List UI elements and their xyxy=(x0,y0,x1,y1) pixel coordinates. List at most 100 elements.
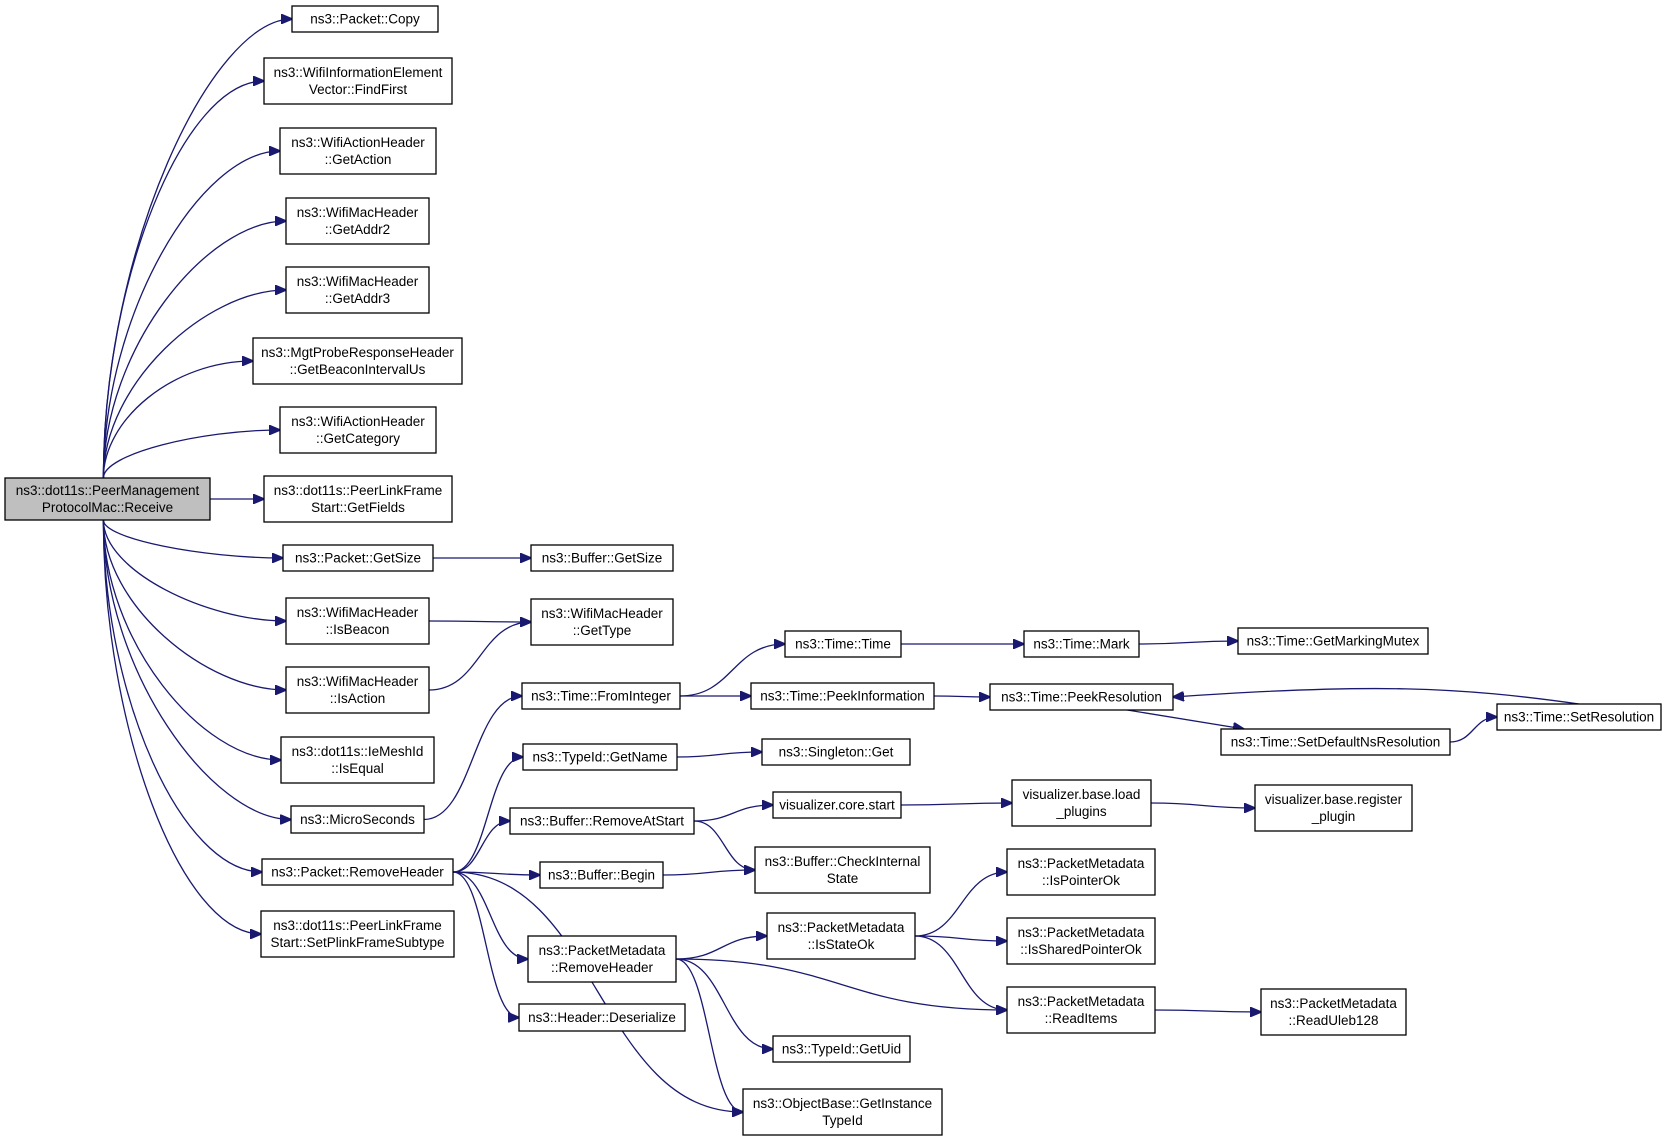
node-box xyxy=(989,683,1174,711)
node-getaddr2[interactable]: ns3::WifiMacHeader::GetAddr2 xyxy=(285,197,430,245)
call-edge-readitems-to-readuleb xyxy=(1154,1010,1261,1012)
node-label-line: ::IsBeacon xyxy=(326,622,390,637)
node-corestart[interactable]: visualizer.core.start xyxy=(772,791,902,819)
node-label-line: ns3::MicroSeconds xyxy=(300,812,415,827)
node-box xyxy=(4,477,211,521)
node-box xyxy=(742,1088,943,1136)
call-edge-pmremoveheader-to-isstateok xyxy=(675,936,767,960)
node-issharedok[interactable]: ns3::PacketMetadata::IsSharedPointerOk xyxy=(1006,917,1156,965)
node-label-line: ns3::Time::SetResolution xyxy=(1504,710,1654,725)
call-edge-receive-to-microseconds xyxy=(102,519,291,820)
node-peekres[interactable]: ns3::Time::PeekResolution xyxy=(989,683,1174,711)
call-edge-pmremoveheader-to-getuid xyxy=(675,958,773,1049)
node-label-line: ns3::TypeId::GetUid xyxy=(782,1042,901,1057)
node-setplink[interactable]: ns3::dot11s::PeerLinkFrameStart::SetPlin… xyxy=(260,910,455,958)
node-timetime[interactable]: ns3::Time::Time xyxy=(784,630,902,658)
node-box xyxy=(263,475,453,523)
node-box xyxy=(1496,703,1662,731)
node-box xyxy=(282,544,434,572)
call-edge-receive-to-pktgetsize xyxy=(102,519,283,558)
node-label-line: ::GetAddr2 xyxy=(325,222,390,237)
node-gettype[interactable]: ns3::WifiMacHeader::GetType xyxy=(530,598,674,646)
node-label-line: ns3::WifiMacHeader xyxy=(297,274,419,289)
node-label-line: ::IsPointerOk xyxy=(1042,873,1120,888)
node-readuleb[interactable]: ns3::PacketMetadata::ReadUleb128 xyxy=(1260,988,1407,1036)
node-label-line: ::ReadItems xyxy=(1045,1011,1118,1026)
call-edge-removeheader-to-getname xyxy=(452,757,523,873)
node-label-line: ns3::Time::PeekResolution xyxy=(1001,690,1162,705)
node-copy[interactable]: ns3::Packet::Copy xyxy=(291,5,439,33)
node-label-line: ns3::ObjectBase::GetInstance xyxy=(753,1096,932,1111)
node-removeheader[interactable]: ns3::Packet::RemoveHeader xyxy=(261,858,454,886)
node-box xyxy=(530,598,674,646)
node-getaddr3[interactable]: ns3::WifiMacHeader::GetAddr3 xyxy=(285,266,430,314)
node-box xyxy=(750,682,935,710)
node-box xyxy=(1237,627,1429,655)
call-edge-peekres-to-setdefault xyxy=(1127,709,1244,729)
node-singletonget[interactable]: ns3::Singleton::Get xyxy=(761,738,911,766)
node-findfirst[interactable]: ns3::WifiInformationElementVector::FindF… xyxy=(263,57,453,105)
node-frominteger[interactable]: ns3::Time::FromInteger xyxy=(521,682,681,710)
node-begin[interactable]: ns3::Buffer::Begin xyxy=(539,861,664,889)
node-label-line: visualizer.core.start xyxy=(779,798,895,813)
node-getuid[interactable]: ns3::TypeId::GetUid xyxy=(772,1035,911,1063)
node-label-line: State xyxy=(827,871,859,886)
node-getaction[interactable]: ns3::WifiActionHeader::GetAction xyxy=(279,127,437,175)
node-label-line: ns3::WifiActionHeader xyxy=(291,414,425,429)
node-readitems[interactable]: ns3::PacketMetadata::ReadItems xyxy=(1006,986,1156,1034)
call-edge-isstateok-to-readitems xyxy=(914,935,1007,1010)
node-label-line: ProtocolMac::Receive xyxy=(42,500,173,515)
node-getbeacon[interactable]: ns3::MgtProbeResponseHeader::GetBeaconIn… xyxy=(252,337,463,385)
node-getcategory[interactable]: ns3::WifiActionHeader::GetCategory xyxy=(279,406,437,454)
node-isbeacon[interactable]: ns3::WifiMacHeader::IsBeacon xyxy=(285,597,430,645)
node-microseconds[interactable]: ns3::MicroSeconds xyxy=(290,805,425,834)
node-label-line: ns3::Time::GetMarkingMutex xyxy=(1247,634,1420,649)
call-edge-receive-to-getaddr3 xyxy=(102,290,286,479)
node-box xyxy=(285,597,430,645)
node-label-line: ns3::WifiMacHeader xyxy=(297,205,419,220)
node-getname[interactable]: ns3::TypeId::GetName xyxy=(522,743,678,771)
node-box xyxy=(521,682,681,710)
call-edge-microseconds-to-frominteger xyxy=(423,696,522,821)
node-isstateok[interactable]: ns3::PacketMetadata::IsStateOk xyxy=(766,912,916,960)
node-bufgetsize[interactable]: ns3::Buffer::GetSize xyxy=(530,544,674,572)
node-removeatstart[interactable]: ns3::Buffer::RemoveAtStart xyxy=(509,807,695,835)
node-peekinfo[interactable]: ns3::Time::PeekInformation xyxy=(750,682,935,710)
node-label-line: ::GetCategory xyxy=(316,431,400,446)
call-edge-receive-to-getaction xyxy=(102,151,280,479)
node-box xyxy=(1006,848,1156,896)
node-pktgetsize[interactable]: ns3::Packet::GetSize xyxy=(282,544,434,572)
node-label-line: ns3::PacketMetadata xyxy=(778,920,905,935)
node-label-line: ns3::Time::FromInteger xyxy=(531,689,671,704)
node-registerplugin[interactable]: visualizer.base.register_plugin xyxy=(1254,784,1413,832)
node-loadplugins[interactable]: visualizer.base.load_plugins xyxy=(1011,779,1152,827)
node-mark[interactable]: ns3::Time::Mark xyxy=(1023,630,1140,658)
node-label-line: ns3::dot11s::IeMeshId xyxy=(292,744,424,759)
node-getmarking[interactable]: ns3::Time::GetMarkingMutex xyxy=(1237,627,1429,655)
node-ispointerok[interactable]: ns3::PacketMetadata::IsPointerOk xyxy=(1006,848,1156,896)
node-label-line: ns3::Time::Mark xyxy=(1033,637,1130,652)
node-label-line: ::IsAction xyxy=(330,691,386,706)
node-label-line: ns3::Time::Time xyxy=(795,637,891,652)
node-pmremoveheader[interactable]: ns3::PacketMetadata::RemoveHeader xyxy=(527,935,677,983)
node-label-line: ns3::TypeId::GetName xyxy=(532,750,667,765)
node-label-line: ns3::Buffer::RemoveAtStart xyxy=(520,814,684,829)
node-label-line: ns3::Time::PeekInformation xyxy=(760,689,925,704)
node-label-line: ::IsEqual xyxy=(331,761,384,776)
node-isequal[interactable]: ns3::dot11s::IeMeshId::IsEqual xyxy=(280,736,435,784)
node-deserialize[interactable]: ns3::Header::Deserialize xyxy=(518,1003,686,1032)
node-receive[interactable]: ns3::dot11s::PeerManagementProtocolMac::… xyxy=(4,477,211,521)
node-isaction[interactable]: ns3::WifiMacHeader::IsAction xyxy=(285,666,430,714)
node-label-line: visualizer.base.register xyxy=(1265,792,1403,807)
call-edge-frominteger-to-timetime xyxy=(679,644,785,697)
node-setresolution[interactable]: ns3::Time::SetResolution xyxy=(1496,703,1662,731)
node-setdefault[interactable]: ns3::Time::SetDefaultNsResolution xyxy=(1220,728,1451,756)
node-label-line: ::GetType xyxy=(573,623,632,638)
node-box xyxy=(285,197,430,245)
node-getfields[interactable]: ns3::dot11s::PeerLinkFrameStart::GetFiel… xyxy=(263,475,453,523)
node-box xyxy=(252,337,463,385)
node-box xyxy=(754,846,931,894)
node-label-line: ns3::dot11s::PeerManagement xyxy=(16,483,200,498)
